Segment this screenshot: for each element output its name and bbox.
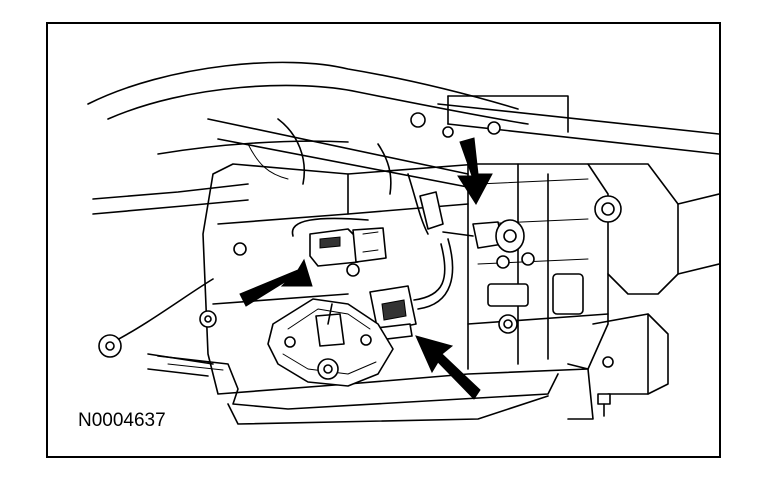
figure-label: N0004637 — [78, 410, 166, 431]
arrow-icon — [415, 335, 481, 400]
right-electrical-connector — [407, 173, 525, 269]
transmission-range-sensor — [267, 298, 394, 387]
arrow-icon — [457, 137, 493, 205]
right-mount — [567, 163, 719, 420]
oil-pan — [157, 355, 559, 425]
left-electrical-connector — [291, 217, 387, 277]
callout-arrows — [239, 137, 493, 400]
illustration-frame: N0004637 — [46, 22, 721, 458]
arrow-icon — [239, 258, 313, 307]
upper-frame-rails — [87, 61, 719, 215]
transmission-line-drawing — [87, 61, 719, 425]
transmission-case — [199, 163, 609, 395]
left-wire-clip — [98, 278, 214, 377]
